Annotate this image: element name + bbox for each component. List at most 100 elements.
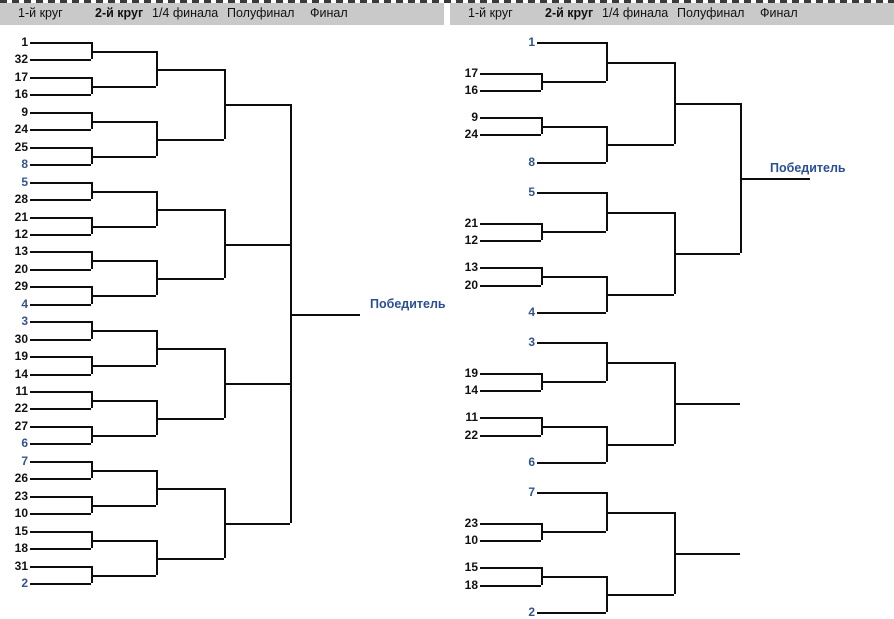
match-line-r2 [541,126,606,128]
seed-label-bye: 4 [528,305,535,319]
match-line-r1 [30,182,91,184]
seed-label: 21 [14,210,28,224]
match-line-r1 [30,321,91,323]
seed-label: 15 [14,524,28,538]
seed-label: 1 [21,35,28,49]
match-line-r2 [91,365,156,367]
match-line-r1 [30,408,91,410]
seed-label-bye: 3 [528,335,535,349]
round-header-1-left: 1-й круг [18,6,63,20]
seed-label-bye: 6 [528,455,535,469]
match-line-r1 [30,548,91,550]
match-line-r3 [606,62,674,64]
match-line-r1 [30,286,91,288]
seed-label: 3 [21,314,28,328]
header-band-right [450,3,894,25]
seed-label-bye: 5 [528,185,535,199]
seed-label: 19 [464,366,478,380]
seed-label: 9 [471,110,478,124]
match-line-bye [537,162,606,164]
match-line-r4 [224,244,290,246]
seed-label: 12 [14,227,28,241]
match-line-r4 [674,553,740,555]
header-band-left [0,3,444,25]
match-line-r1 [480,240,541,242]
seed-label: 19 [14,349,28,363]
match-line-r2 [91,260,156,262]
match-line-r2 [541,276,606,278]
bracket-join-r2 [156,51,158,86]
round-header-2-right: 2-й круг [545,6,594,20]
match-line-r3 [156,69,224,71]
match-line-r1 [30,461,91,463]
seed-label: 27 [14,419,28,433]
seed-label: 24 [464,127,478,141]
match-line-r2 [91,226,156,228]
seed-label-bye: 8 [528,155,535,169]
seed-label: 31 [14,559,28,573]
seed-label: 12 [464,233,478,247]
match-line-r1 [30,59,91,61]
round-header-4-left: Полуфинал [227,6,295,20]
seed-label: 26 [14,471,28,485]
match-line-r3 [156,139,224,141]
match-line-r1 [30,234,91,236]
bracket-join-r2 [156,330,158,365]
bracket-join-r4 [290,383,292,523]
top-dashed-rule [0,0,894,3]
match-line-r4 [224,383,290,385]
match-line-r2 [91,400,156,402]
match-line-r1 [30,217,91,219]
match-line-r1 [480,285,541,287]
round-header-4-right: Полуфинал [677,6,745,20]
match-line-bye [537,192,606,194]
match-line-r1 [480,223,541,225]
match-line-r2 [541,81,606,83]
seed-label: 20 [14,262,28,276]
match-line-r1 [30,304,91,306]
seed-label: 9 [21,105,28,119]
match-line-bye [537,612,606,614]
seed-label: 22 [464,428,478,442]
match-line-r4 [674,403,740,405]
match-line-r1 [30,112,91,114]
match-line-r3 [156,558,224,560]
seed-label: 22 [14,401,28,415]
match-line-r2 [541,381,606,383]
bracket-join-r2 [606,192,608,231]
bracket-join-r1 [91,391,93,408]
match-line-r3 [606,444,674,446]
match-line-r1 [480,73,541,75]
match-line-r2 [91,540,156,542]
round-header-3-left: 1/4 финала [152,6,219,20]
match-line-r2 [91,191,156,193]
seed-label: 8 [21,157,28,171]
seed-label: 13 [464,260,478,274]
seed-label: 29 [14,279,28,293]
match-line-r1 [30,374,91,376]
match-line-r3 [606,294,674,296]
match-line-r2 [541,231,606,233]
match-line-r2 [541,426,606,428]
seed-label: 5 [21,175,28,189]
match-line-r2 [541,531,606,533]
match-line-r1 [30,94,91,96]
winner-label-right: Победитель [770,161,846,175]
bracket-join-r3 [224,209,226,278]
match-line-r3 [606,144,674,146]
match-line-r1 [480,134,541,136]
match-line-r3 [156,488,224,490]
match-line-r1 [30,513,91,515]
match-line-r2 [91,505,156,507]
seed-label: 24 [14,122,28,136]
seed-label: 6 [21,436,28,450]
match-line-r2 [91,156,156,158]
match-line-bye [537,312,606,314]
match-line-r1 [30,566,91,568]
seed-label: 7 [21,454,28,468]
seed-label: 10 [464,533,478,547]
seed-label: 14 [14,367,28,381]
match-line-r2 [91,121,156,123]
match-line-r3 [606,212,674,214]
